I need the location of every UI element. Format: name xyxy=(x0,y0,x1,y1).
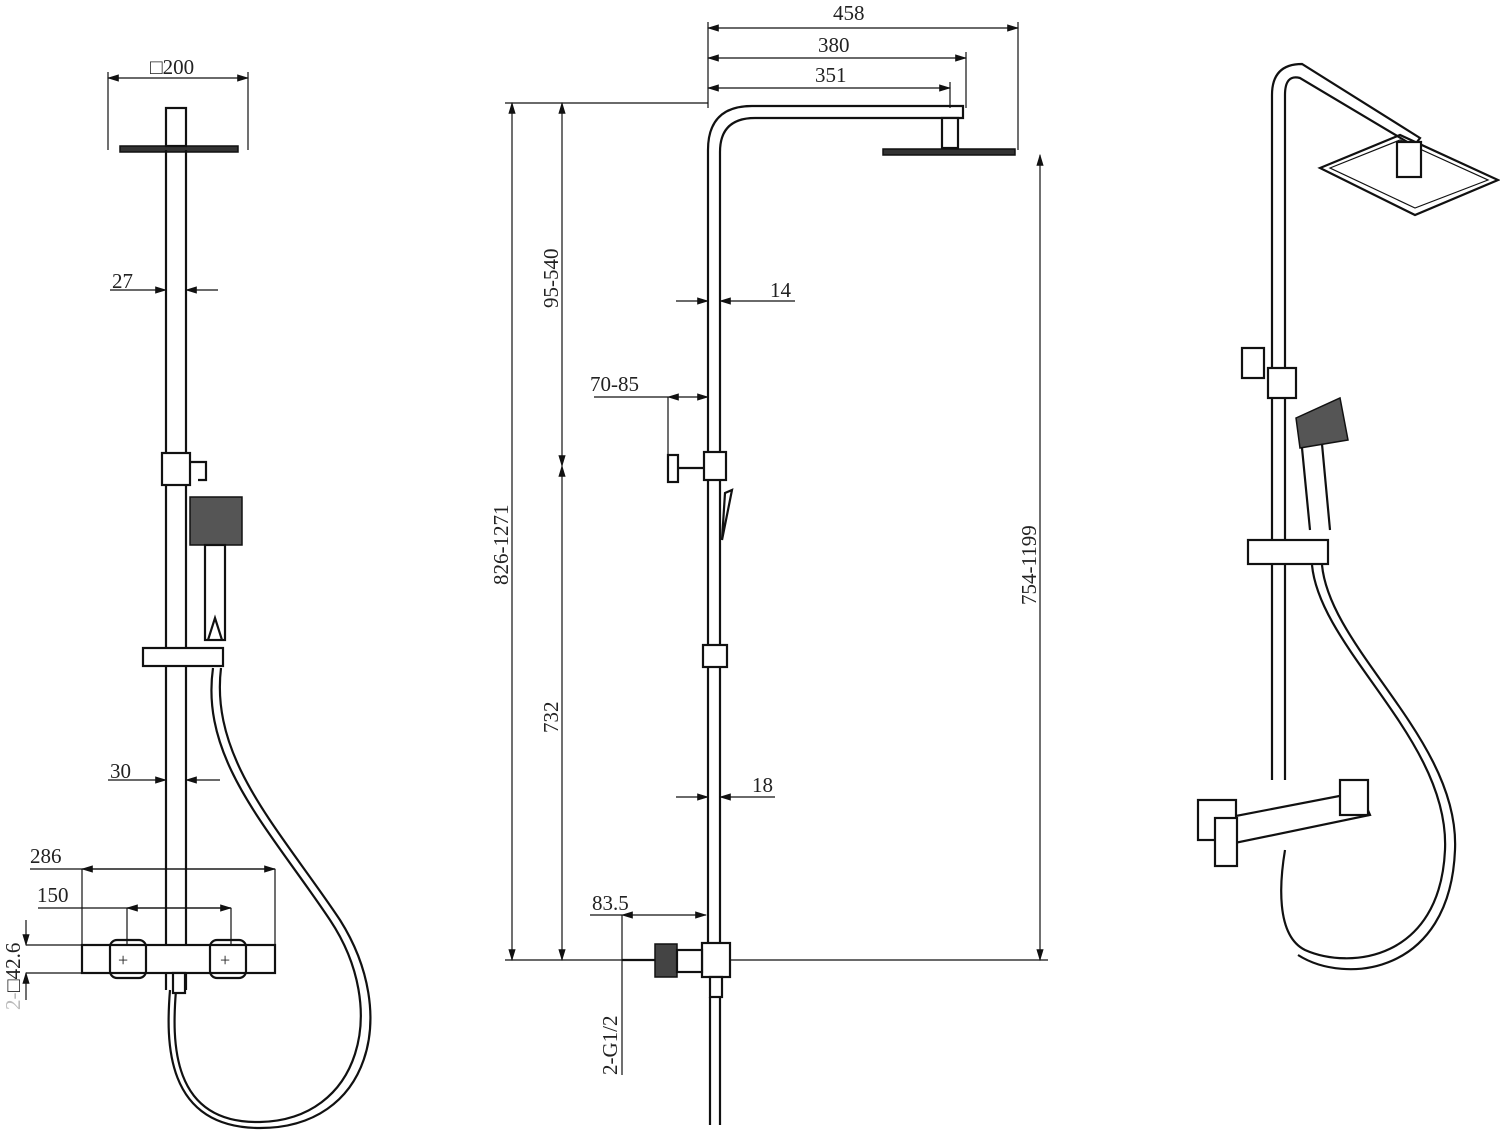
inlet-size-label: □42.6 xyxy=(1,943,25,992)
bracket-depth-label: 70-85 xyxy=(590,372,639,396)
arm-total-label: 458 xyxy=(833,1,865,25)
hand-shower-handle xyxy=(203,543,227,642)
perspective-view xyxy=(1196,62,1500,971)
arm-center-label: 351 xyxy=(815,63,847,87)
overall-width-label: 286 xyxy=(30,844,62,868)
hand-shower-head xyxy=(189,496,243,546)
head-height-label: 754-1199 xyxy=(1017,525,1041,605)
head-to-bracket-label: 95-540 xyxy=(539,249,563,309)
bracket-to-inlet-label: 732 xyxy=(539,702,563,734)
side-rain-shower-head xyxy=(882,148,1016,156)
inlet-thread-label: 2-G1/2 xyxy=(598,1016,622,1076)
rod-upper-diameter-label: 14 xyxy=(770,278,792,302)
upper-rod-diameter-label: 27 xyxy=(112,269,133,293)
perspective-hose xyxy=(1280,564,1447,960)
shower-arm-and-rod xyxy=(706,104,965,960)
inlet-label-prefix: 2- xyxy=(1,993,25,1011)
perspective-slider xyxy=(1246,538,1330,566)
side-rod-bracket xyxy=(702,450,728,482)
wall-offset-label: 83.5 xyxy=(592,891,629,915)
rod-bracket xyxy=(160,451,192,487)
svg-text:+: + xyxy=(118,950,128,970)
perspective-hand-shower xyxy=(1295,396,1349,449)
slider-holder xyxy=(141,646,225,668)
overall-height-label: 826-1271 xyxy=(489,505,513,586)
side-view: 458 380 351 826-1271 95-540 732 754-1199… xyxy=(489,1,1048,1125)
rod-lower-diameter-label: 18 xyxy=(752,773,773,797)
lower-rod-diameter-label: 30 xyxy=(110,759,131,783)
side-slider xyxy=(701,643,729,669)
arm-head-offset-label: 380 xyxy=(818,33,850,57)
perspective-shower-head xyxy=(1317,133,1500,217)
head-size-label: □200 xyxy=(150,55,194,79)
svg-text:+: + xyxy=(220,950,230,970)
head-connector xyxy=(164,106,188,148)
shower-hose xyxy=(173,667,362,1124)
inlet-spacing-label: 150 xyxy=(37,883,69,907)
front-view: □200 27 30 286 xyxy=(1,55,372,1130)
side-mixer-body xyxy=(700,941,732,979)
